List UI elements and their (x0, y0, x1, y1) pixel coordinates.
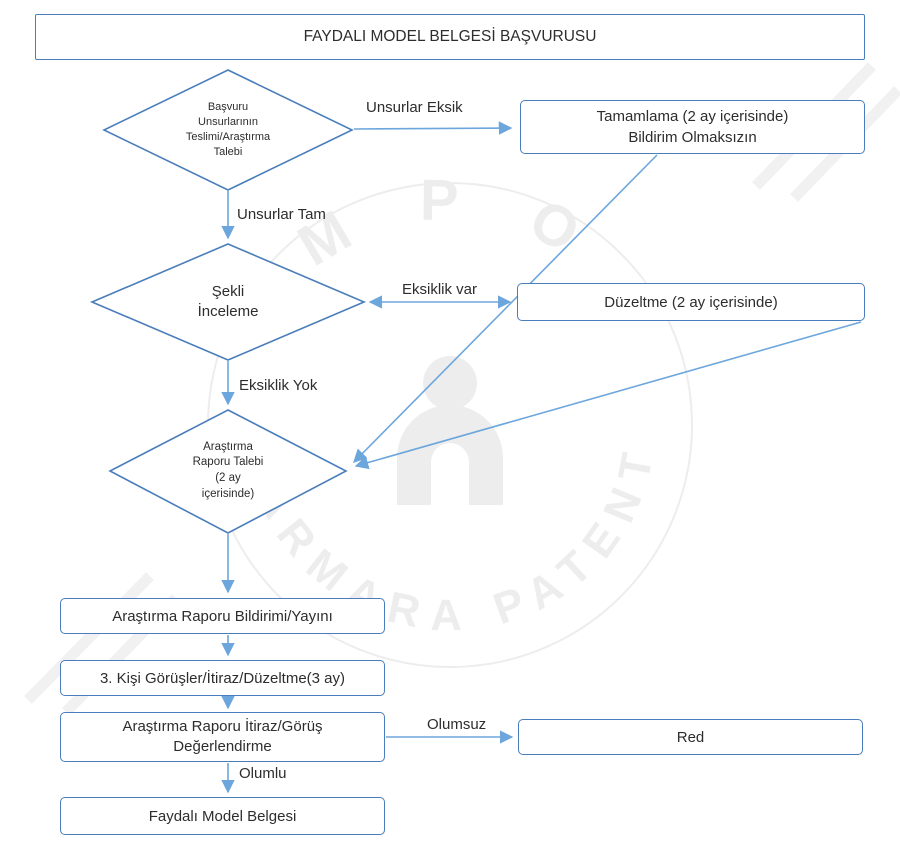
decision-sekli-inceleme-label: Şekli İnceleme (197, 282, 259, 320)
watermark-person-head-icon (423, 356, 477, 410)
flow-arrows (221, 121, 862, 794)
decision-arastirma-raporu-talebi-label: Araştırma Raporu Talebi (2 ay içerisinde… (192, 440, 264, 500)
edge-label-eksiklik-yok: Eksiklik Yok (239, 377, 318, 394)
decision-sekli-inceleme (89, 243, 367, 361)
edge-label-unsurlar-tam: Unsurlar Tam (237, 206, 326, 223)
box-faydali-model-belgesi: Faydalı Model Belgesi (60, 797, 385, 835)
arrow-tamamlama-to-arastirma (353, 154, 658, 463)
edge-label-olumsuz: Olumsuz (427, 716, 487, 733)
box-degerlendirme: Araştırma Raporu İtiraz/Görüş Değerlendi… (60, 712, 385, 762)
watermark-arc-top-text: M P O (287, 168, 613, 279)
watermark-person-body-icon (397, 405, 503, 505)
box-kisi-gorusler: 3. Kişi Görüşler/İtiraz/Düzeltme(3 ay) (60, 660, 385, 696)
arrow-duzeltme-to-arastirma (354, 321, 862, 470)
decision-basvuru-unsurlari-label: Başvuru Unsurlarının Teslimi/Araştırma T… (185, 101, 271, 158)
decision-basvuru-unsurlari (102, 69, 354, 191)
decision-arastirma-raporu-talebi (108, 409, 348, 534)
box-duzeltme: Düzeltme (2 ay içerisinde) (517, 283, 865, 321)
title-box: FAYDALI MODEL BELGESİ BAŞVURUSU (35, 14, 865, 60)
edge-label-eksiklik-var: Eksiklik var (402, 281, 478, 298)
edge-label-unsurlar-eksik: Unsurlar Eksik (366, 99, 463, 116)
box-red: Red (518, 719, 863, 755)
box-tamamlama: Tamamlama (2 ay içerisinde) Bildirim Olm… (520, 100, 865, 154)
edge-label-olumlu: Olumlu (239, 765, 287, 782)
arrow-unsurlar-eksik (353, 121, 513, 135)
box-arastirma-raporu-bildirimi: Araştırma Raporu Bildirimi/Yayını (60, 598, 385, 634)
